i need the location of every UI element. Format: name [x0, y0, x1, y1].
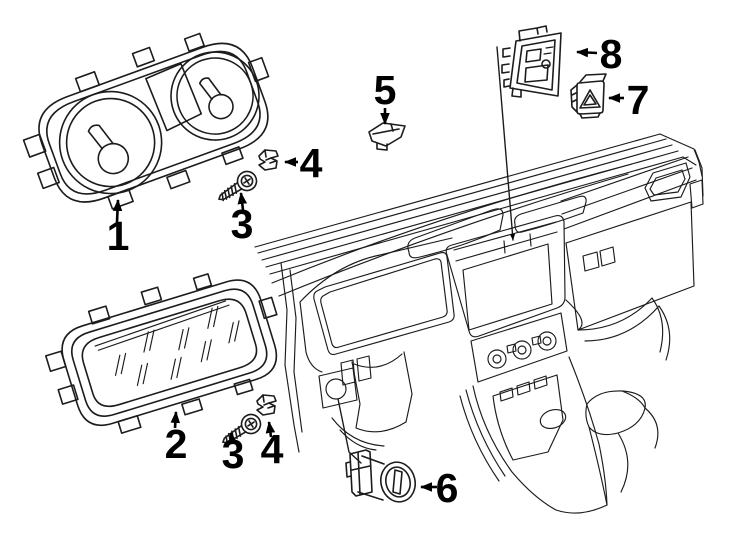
callout-1-arrow — [112, 199, 123, 223]
callout-7-label: 7 — [627, 77, 650, 123]
callout-1-label: 1 — [107, 213, 130, 259]
infotainment-screen — [462, 243, 553, 331]
console-plate — [492, 374, 564, 461]
cluster2-bezel — [70, 288, 268, 417]
cluster2-housing — [61, 279, 278, 427]
side-air-vent — [644, 162, 691, 202]
leader-line-module-to-dash — [496, 46, 516, 241]
cluster1-mounting-tabs — [22, 32, 270, 210]
module-knob — [541, 59, 551, 69]
callout-arrows — [112, 47, 624, 492]
cluster-opening-outer — [313, 251, 455, 356]
gauge-lamp-left — [87, 124, 130, 175]
callout-4-upper-label: 4 — [300, 140, 323, 186]
hvac-panel — [470, 312, 568, 383]
dash-top-creases — [271, 163, 633, 297]
left-gauge-inner — [65, 97, 156, 188]
right-gauge-inner — [176, 57, 254, 135]
cluster2-glass — [81, 298, 258, 408]
dash-end-cap — [689, 179, 704, 209]
callout-6-label: 6 — [436, 465, 459, 511]
ignition-key-slot — [392, 469, 403, 495]
callout-2-label: 2 — [165, 421, 188, 467]
cluster1-display-window — [145, 62, 203, 132]
analog-cluster-illustration — [22, 32, 270, 210]
ignition-location-circle — [325, 378, 347, 400]
hazard-switch-side — [570, 84, 578, 113]
callout-3-lower-arrow — [228, 432, 238, 445]
ignition-face — [380, 461, 416, 503]
module-top-flange — [518, 25, 548, 42]
lower-right-curves — [565, 297, 671, 361]
cluster1-rim — [46, 50, 261, 195]
steering-column-shroud — [331, 351, 413, 451]
callout-3-upper-label: 3 — [231, 201, 254, 247]
callout-3-upper-arrow — [237, 192, 248, 211]
armrest-shape — [585, 390, 659, 506]
driver-switch-panel — [318, 355, 372, 409]
callout-8-label: 8 — [600, 31, 623, 77]
hazard-switch-face — [576, 80, 605, 115]
sensor-illustration — [368, 122, 406, 151]
callout-8-arrow — [576, 47, 598, 58]
cluster-hood-brow — [299, 237, 453, 373]
clip-lower-illustration — [256, 394, 277, 416]
dash-left-edge — [280, 262, 303, 453]
hvac-knobs — [487, 331, 557, 369]
ignition-connector — [345, 449, 373, 497]
hazard-triangle-icon — [579, 89, 601, 109]
cluster2-mounting-tabs — [45, 273, 278, 434]
leader-line-ignition — [337, 398, 362, 464]
cluster-opening-inner — [320, 258, 448, 349]
callout-2-arrow — [170, 411, 181, 429]
module-frame — [509, 32, 562, 97]
cluster2-glass-hatching — [114, 305, 240, 386]
glovebox-outline — [565, 201, 695, 331]
cluster2-reflection-strip — [94, 300, 230, 351]
defroster-vent-lines — [254, 133, 684, 275]
clip-upper-illustration — [258, 149, 279, 171]
callout-5-label: 5 — [374, 67, 397, 113]
top-speaker-panel — [407, 208, 504, 259]
dashboard-illustration — [254, 133, 704, 514]
console-edges — [459, 356, 608, 514]
callout-4-lower-arrow — [265, 421, 276, 438]
module-marks — [543, 46, 554, 55]
hazard-switch-illustration — [570, 73, 607, 119]
passenger-trim-band — [560, 149, 704, 230]
hazard-switch-top — [579, 73, 607, 83]
cupholder — [539, 408, 567, 430]
callout-3-lower-label: 3 — [222, 431, 245, 477]
module-rocker — [524, 64, 549, 83]
center-stack-frame — [445, 215, 566, 338]
dash-top-right-corner — [659, 133, 703, 177]
hazard-switch-foot — [579, 112, 601, 119]
gauge-lamp-right — [198, 77, 234, 120]
callout-4-lower-label: 4 — [261, 426, 284, 472]
switch-module-illustration — [501, 25, 562, 98]
module-window — [525, 48, 542, 63]
left-gauge — [58, 90, 163, 195]
glovebox-latches — [582, 246, 616, 272]
module-side-tabs — [501, 47, 522, 98]
ignition-switch-illustration — [345, 449, 416, 503]
callout-labels: 1 2 3 3 4 4 5 6 7 8 — [107, 31, 650, 511]
digital-cluster-illustration — [45, 273, 278, 434]
center-vent-strip — [453, 221, 558, 262]
module-face — [516, 39, 556, 91]
ignition-body — [357, 455, 385, 501]
